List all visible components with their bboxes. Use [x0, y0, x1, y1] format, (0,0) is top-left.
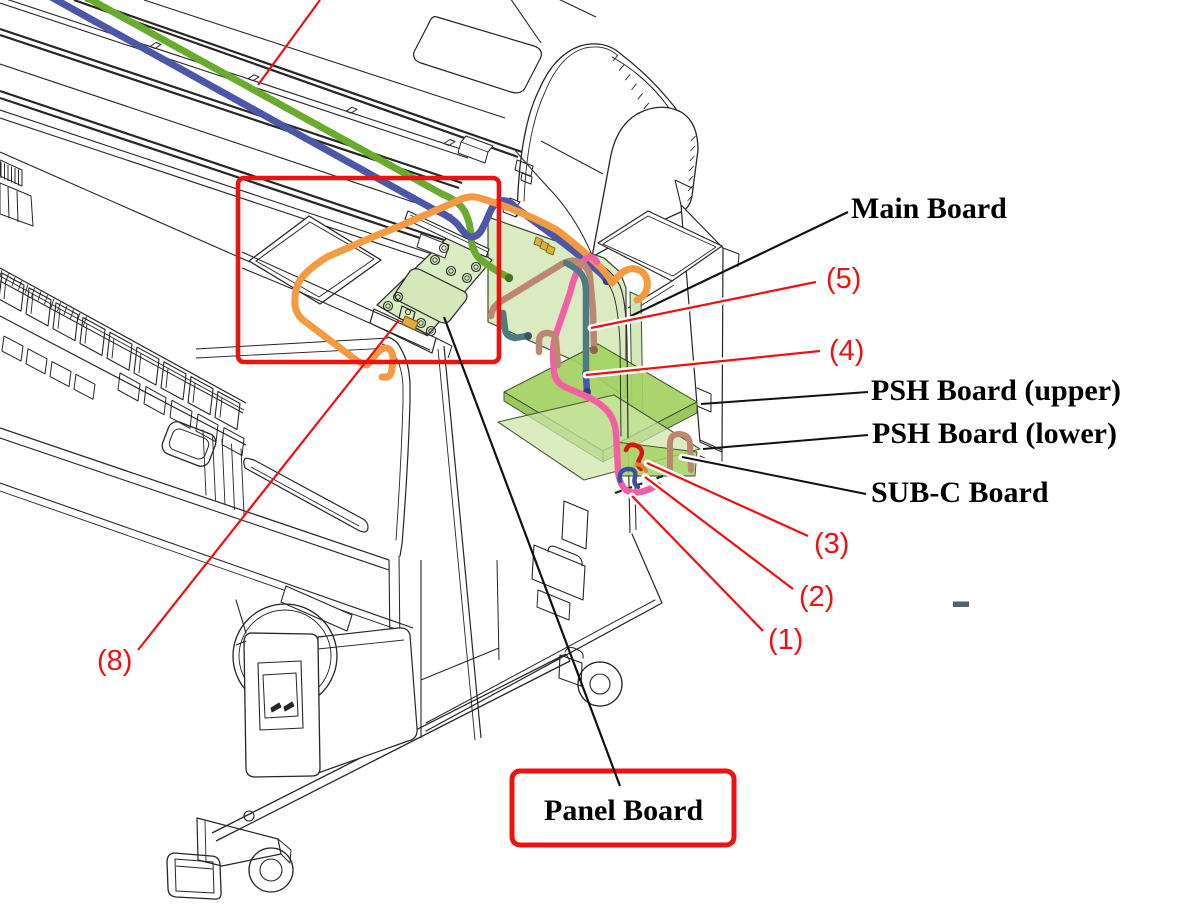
- svg-text:PSH Board (upper): PSH Board (upper): [871, 374, 1121, 407]
- svg-text:Main Board: Main Board: [851, 192, 1007, 225]
- svg-text:(5): (5): [826, 263, 861, 295]
- svg-text:(1): (1): [768, 624, 803, 656]
- svg-text:(2): (2): [799, 581, 834, 613]
- svg-text:Panel Board: Panel Board: [544, 794, 703, 827]
- svg-text:SUB-C Board: SUB-C Board: [871, 476, 1049, 509]
- svg-text:PSH Board (lower): PSH Board (lower): [872, 417, 1117, 450]
- svg-text:(8): (8): [97, 645, 132, 677]
- svg-text:(4): (4): [829, 335, 864, 367]
- svg-text:(3): (3): [814, 528, 849, 560]
